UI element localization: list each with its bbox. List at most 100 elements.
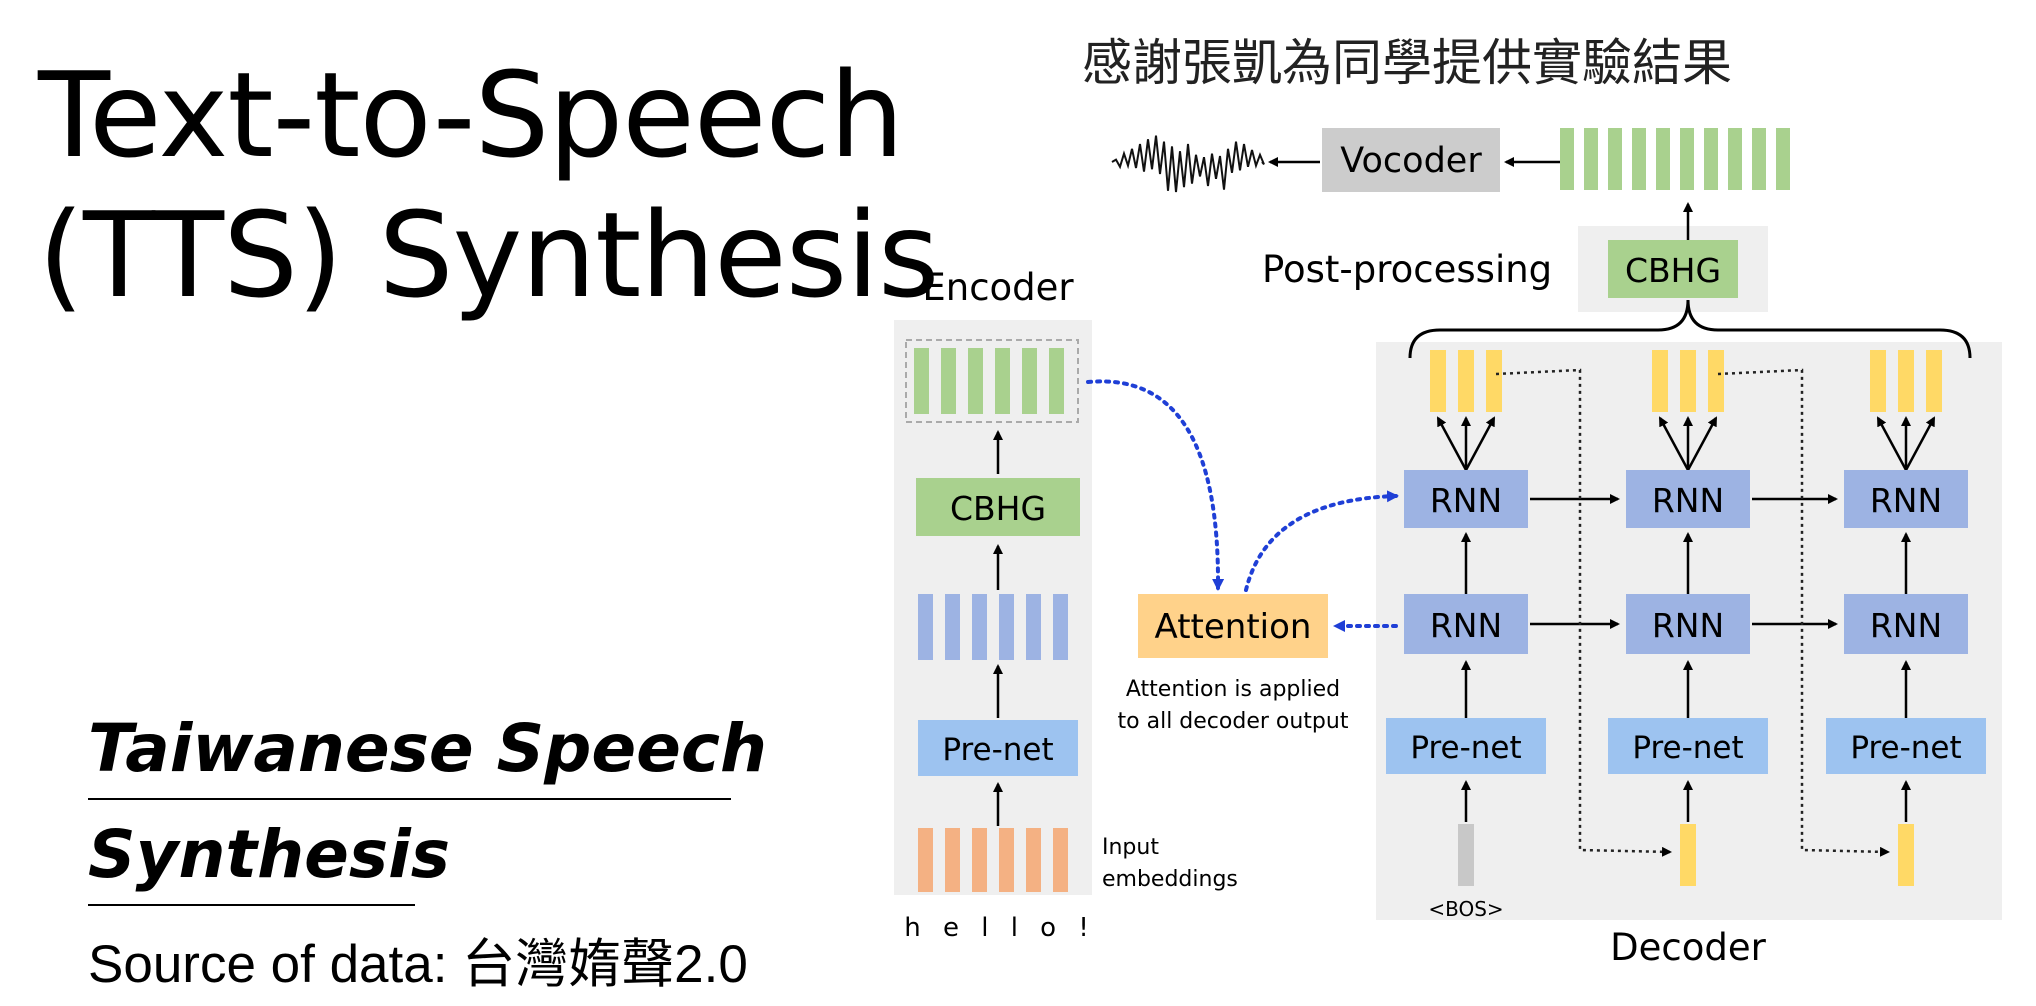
encoder-output-frames [914, 348, 1064, 414]
decoder-output-brace [1408, 299, 1972, 359]
decoder-rnn-top-label: RNN [1430, 481, 1502, 520]
decoder-output-frame [1680, 350, 1696, 412]
source-of-data: Source of data: 台灣媠聲2.0 [88, 935, 748, 994]
encoder-output-frame [1022, 348, 1037, 414]
vocoder-box [1322, 128, 1500, 192]
feedback-dotted-arrow [1717, 368, 1890, 857]
encoder-output-frame [914, 348, 929, 414]
encoder-output-frame [995, 348, 1010, 414]
decoder-step-1: RNN RNN Pre-net <BOS> [1386, 350, 1546, 921]
feedback-dotted-arrow [1495, 368, 1672, 857]
decoder-prenet-box [1608, 718, 1768, 774]
encoder-hidden-frame [945, 594, 960, 660]
acknowledgement-text: 感謝張凱為同學提供實驗結果 [1082, 34, 1732, 92]
spectrogram-frame [1584, 128, 1598, 190]
encoder-hidden-frame [1026, 594, 1041, 660]
decoder-output-frame [1898, 350, 1914, 412]
spectrogram-frame [1608, 128, 1622, 190]
output-spectrogram-frames [1560, 128, 1790, 190]
subtitle-underline-1 [88, 798, 731, 800]
decoder-rnn-bottom-label: RNN [1430, 606, 1502, 645]
decoder-prenet-label: Pre-net [1632, 730, 1743, 766]
decoder-output-frame [1652, 350, 1668, 412]
spectrogram-frame [1728, 128, 1742, 190]
vocoder-label: Vocoder [1340, 141, 1482, 181]
input-characters: h e l l o ! [904, 913, 1096, 943]
post-cbhg-label: CBHG [1625, 251, 1721, 290]
decoder-rnn-top-label: RNN [1870, 481, 1942, 520]
encoder-to-attention-arrow [1086, 379, 1225, 591]
encoder-prenet-box [918, 720, 1078, 776]
encoder-hidden-frame [972, 594, 987, 660]
decoder-rnn-top [1404, 470, 1528, 528]
spectrogram-frame [1752, 128, 1766, 190]
slide-title-line-1: Text-to-Speech [38, 46, 904, 184]
encoder-prenet-label: Pre-net [942, 732, 1053, 768]
bos-frame [1458, 824, 1474, 886]
input-embedding-frame [972, 828, 987, 892]
slide-title-line-2: (TTS) Synthesis [38, 186, 939, 324]
input-embedding-frames [918, 828, 1068, 892]
input-embedding-frame [945, 828, 960, 892]
encoder-hidden-frames [918, 594, 1068, 660]
decoder-step-3: RNN RNN Pre-net [1826, 350, 1986, 886]
subtitle-underline-2 [88, 904, 415, 906]
encoder-output-frame [941, 348, 956, 414]
spectrogram-frame [1704, 128, 1718, 190]
decoder-rnn-bottom [1626, 594, 1750, 654]
waveform-icon [1111, 135, 1265, 193]
decoder-prenet-box [1386, 718, 1546, 774]
encoder-hidden-frame [1053, 594, 1068, 660]
spectrogram-frame [1680, 128, 1694, 190]
subtitle-line-2: Synthesis [88, 816, 451, 893]
attention-to-rnn-arrow [1244, 490, 1399, 592]
spectrogram-frame [1632, 128, 1646, 190]
attention-note-line-2: to all decoder output [1118, 709, 1349, 734]
decoder-output-frame [1486, 350, 1502, 412]
input-embedding-frame [1053, 828, 1068, 892]
decoder-label: Decoder [1610, 926, 1766, 969]
encoder-output-frame [1049, 348, 1064, 414]
decoder-output-frame [1458, 350, 1474, 412]
encoder-output-frame [968, 348, 983, 414]
spectrogram-frame [1560, 128, 1574, 190]
decoder-rnn-top [1844, 470, 1968, 528]
attention-label: Attention [1155, 607, 1312, 647]
subtitle-line-1: Taiwanese Speech [88, 710, 768, 787]
bos-label: <BOS> [1428, 897, 1503, 921]
input-embeddings-label-2: embeddings [1102, 867, 1238, 892]
decoder-output-frame [1926, 350, 1942, 412]
input-embedding-frame [1026, 828, 1041, 892]
decoder-output-frame [1708, 350, 1724, 412]
decoder-prenet-label: Pre-net [1410, 730, 1521, 766]
encoder-hidden-frame [918, 594, 933, 660]
decoder-rnn-top-label: RNN [1652, 481, 1724, 520]
decoder-steps: RNNRNNPre-net<BOS>RNNRNNPre-netRNNRNNPre… [1386, 350, 1986, 921]
encoder-hidden-frame [999, 594, 1014, 660]
previous-output-frame [1898, 824, 1914, 886]
decoder-output-frame [1430, 350, 1446, 412]
decoder-rnn-bottom [1404, 594, 1528, 654]
decoder-prenet-box [1826, 718, 1986, 774]
input-embedding-frame [918, 828, 933, 892]
input-embedding-frame [999, 828, 1014, 892]
encoder-output-group [905, 339, 1079, 423]
post-cbhg-box [1608, 240, 1738, 298]
encoder-label: Encoder [922, 266, 1074, 309]
post-processing-label: Post-processing [1262, 248, 1552, 291]
decoder-rnn-bottom [1844, 594, 1968, 654]
attention-note-line-1: Attention is applied [1126, 677, 1340, 702]
encoder-cbhg-box [916, 478, 1080, 536]
encoder-cbhg-label: CBHG [950, 489, 1046, 528]
spectrogram-frame [1776, 128, 1790, 190]
decoder-output-frame [1870, 350, 1886, 412]
decoder-prenet-label: Pre-net [1850, 730, 1961, 766]
decoder-rnn-bottom-label: RNN [1870, 606, 1942, 645]
previous-output-frame [1680, 824, 1696, 886]
spectrogram-frame [1656, 128, 1670, 190]
attention-box [1138, 594, 1328, 658]
input-embeddings-label-1: Input [1102, 835, 1159, 860]
decoder-rnn-top [1626, 470, 1750, 528]
